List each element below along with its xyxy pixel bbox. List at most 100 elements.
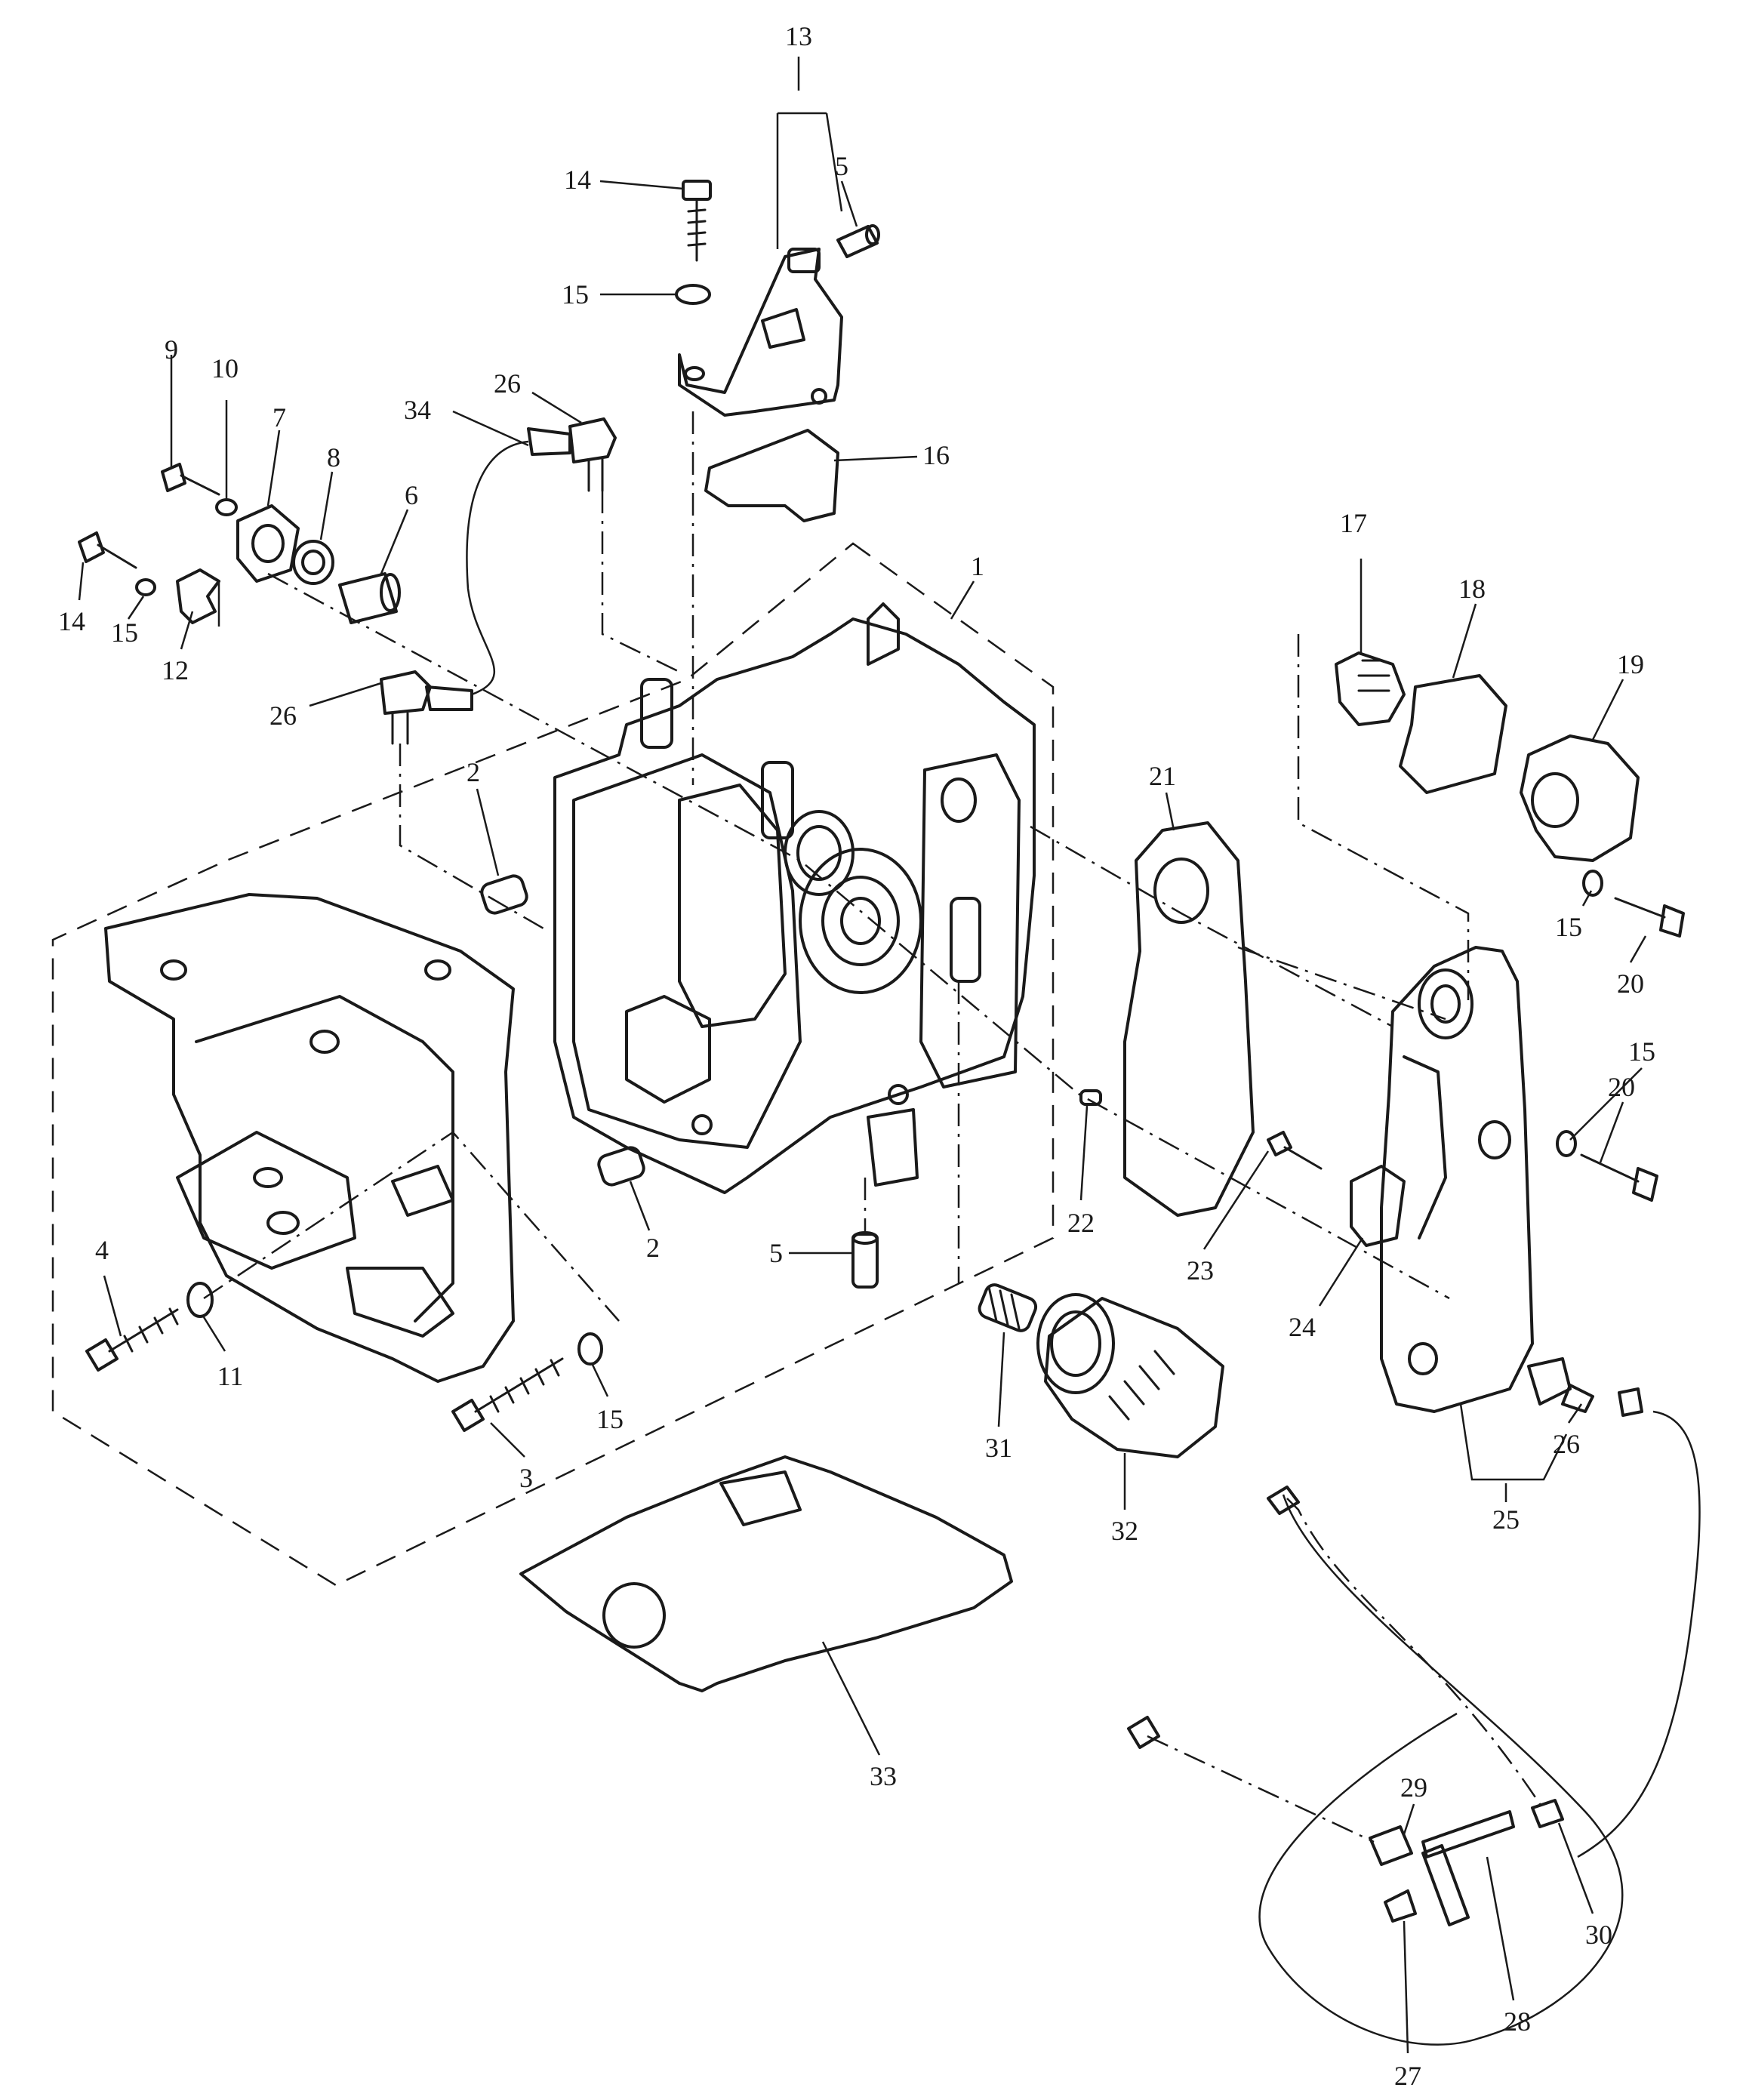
cover-gasket-hole [1153, 858, 1209, 924]
callout-3: 3 [519, 1463, 533, 1493]
outer-cover [1380, 946, 1534, 1413]
washer-cover [1556, 1130, 1577, 1157]
leader-11 [202, 1316, 226, 1352]
hose-end-upper [1267, 1486, 1300, 1515]
callout-14-top: 14 [564, 165, 591, 195]
alignment-line-gasket [1237, 946, 1446, 1021]
cover-gasket [1123, 821, 1255, 1217]
crankcase [104, 893, 515, 1383]
callout-18: 18 [1458, 574, 1486, 604]
leader-15c [1581, 890, 1593, 907]
assembly-boundary [51, 542, 1055, 1587]
callout-31: 31 [985, 1433, 1012, 1463]
crankcase-bolt-long [85, 1307, 179, 1372]
leader-29 [1403, 1803, 1415, 1835]
leader-23 [1202, 1150, 1270, 1250]
bolt-gasket [1267, 1131, 1323, 1170]
leader-7 [266, 430, 281, 507]
shaft-piece [338, 572, 401, 624]
alignment-line-shaft [267, 572, 1450, 1300]
leader-30 [1557, 1822, 1594, 1914]
leader-14b [78, 562, 85, 601]
washer-left-upper [215, 498, 238, 516]
callout-15-top: 15 [562, 279, 589, 309]
leader-4 [103, 1275, 122, 1337]
callout-23: 23 [1187, 1255, 1214, 1286]
callout-8: 8 [327, 442, 340, 473]
callout-33: 33 [870, 1761, 897, 1791]
fitting-elbow [1618, 1387, 1643, 1417]
bottom-gasket-hole [602, 1582, 666, 1649]
callout-15-cover: 15 [1628, 1036, 1655, 1067]
callout-24: 24 [1289, 1312, 1316, 1342]
leader-28 [1486, 1856, 1515, 2001]
hose-clip [1384, 1889, 1417, 1923]
callout-19-label: 19 [1617, 649, 1644, 679]
alignment-line-sensor-lower [399, 744, 544, 930]
pin [1079, 1089, 1102, 1106]
bolt-left-lower [78, 531, 137, 569]
callout-2-upper: 2 [467, 757, 480, 787]
callout-17: 17 [1340, 508, 1367, 538]
leader-2a [476, 788, 500, 876]
dowel-lower [597, 1146, 645, 1187]
fitting-cover [1527, 1357, 1594, 1413]
top-cover-gasket [704, 429, 839, 522]
callout-2-lower: 2 [646, 1233, 660, 1263]
leader-6 [380, 509, 409, 574]
sensor-hose [466, 440, 529, 696]
leader-14a [599, 180, 684, 190]
alignment-line-sensor [601, 491, 680, 673]
callout-15-crankcase: 15 [596, 1404, 624, 1434]
leader-18 [1452, 603, 1477, 679]
bolt-cover [1580, 1153, 1658, 1202]
callout-20-upper-label: 20 [1617, 968, 1644, 999]
callout-12: 12 [162, 655, 189, 685]
dowel-upper [480, 874, 528, 915]
callout-25: 25 [1492, 1504, 1520, 1535]
crankcase-bolt-lower [451, 1357, 564, 1432]
alignment-line-hose-left [1147, 1735, 1375, 1843]
callout-16: 16 [922, 440, 950, 470]
top-cover [678, 248, 843, 417]
leader-5a [840, 180, 858, 227]
leader-24 [1318, 1237, 1364, 1307]
callout-29: 29 [1400, 1772, 1427, 1803]
hose-end-left [1127, 1716, 1160, 1749]
washer-left-lower [135, 578, 156, 596]
union-bolt [978, 1283, 1038, 1332]
callout-27: 27 [1394, 2061, 1421, 2091]
leader-12 [180, 581, 220, 650]
hose-fitting-right [1531, 1799, 1564, 1828]
leader-15d [1569, 1067, 1643, 1141]
bottom-gasket [519, 1455, 1013, 1692]
clip-bracket [176, 568, 220, 624]
alignment-line-crankcase [203, 1131, 620, 1322]
leader-15b [591, 1364, 609, 1397]
callout-15-thermo: 15 [1555, 912, 1582, 942]
callout-26-lower: 26 [269, 701, 297, 731]
dowel-bottom [851, 1231, 879, 1289]
callout-28: 28 [1504, 2006, 1531, 2037]
bolt-left-upper [161, 463, 220, 496]
leader-26a [531, 391, 582, 424]
anode-plate [1350, 1165, 1406, 1247]
housing-assembly-left [236, 504, 300, 583]
callout-14-left: 14 [58, 606, 85, 636]
leader-31 [997, 1332, 1005, 1427]
callout-5-top: 5 [835, 151, 848, 181]
sensor-upper [527, 417, 617, 492]
thermostat [1335, 651, 1406, 726]
callout-4: 4 [95, 1235, 109, 1265]
callout-30: 30 [1585, 1920, 1612, 1950]
callout-9: 9 [165, 334, 178, 365]
leader-26b [309, 682, 382, 707]
callout-34: 34 [404, 395, 431, 425]
leader-3 [490, 1422, 525, 1458]
bottom-gasket-cutout [719, 1470, 802, 1526]
leader-15e [127, 596, 145, 620]
callout-26-upper: 26 [494, 368, 521, 399]
leader-33 [821, 1641, 881, 1756]
leader-26c [1567, 1403, 1583, 1424]
callout-20-lower: 20 [1608, 1072, 1635, 1102]
